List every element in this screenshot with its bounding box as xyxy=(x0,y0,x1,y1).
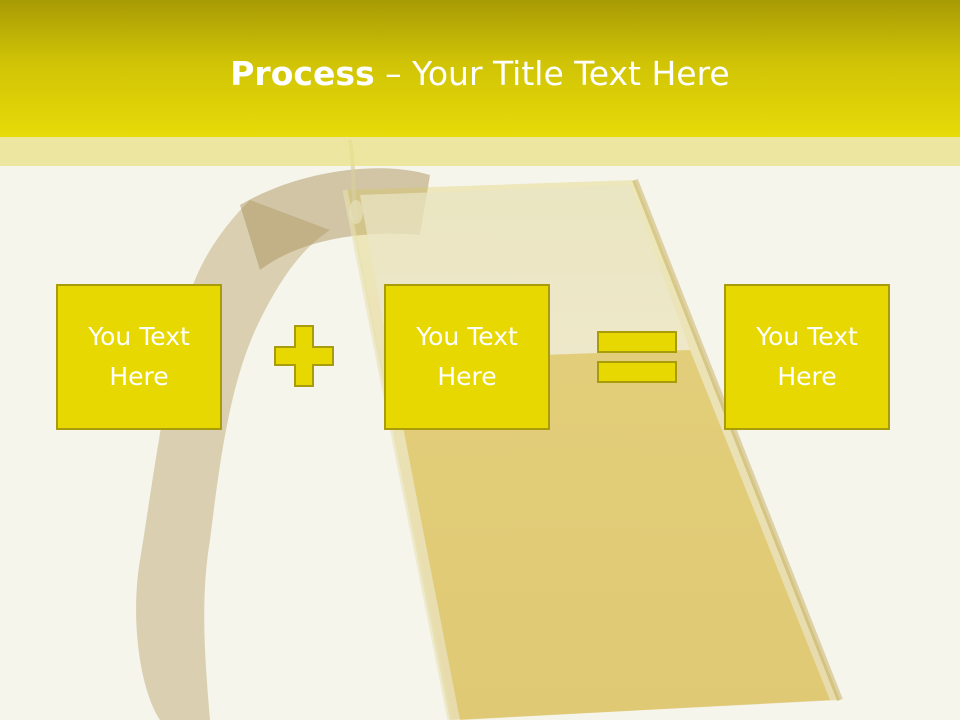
slide-title-bold: Process xyxy=(230,54,375,93)
slide-title: Process – Your Title Text Here xyxy=(0,52,960,96)
process-box-3: You Text Here xyxy=(724,284,890,430)
title-banner-strip xyxy=(0,137,960,166)
process-box-1: You Text Here xyxy=(56,284,222,430)
process-box-1-text: You Text Here xyxy=(88,322,190,391)
equals-icon xyxy=(597,331,677,383)
slide-title-rest: – Your Title Text Here xyxy=(374,54,730,93)
plus-icon xyxy=(274,325,334,387)
title-banner xyxy=(0,0,960,137)
process-box-3-text: You Text Here xyxy=(756,322,858,391)
process-box-2: You Text Here xyxy=(384,284,550,430)
process-box-2-text: You Text Here xyxy=(416,322,518,391)
